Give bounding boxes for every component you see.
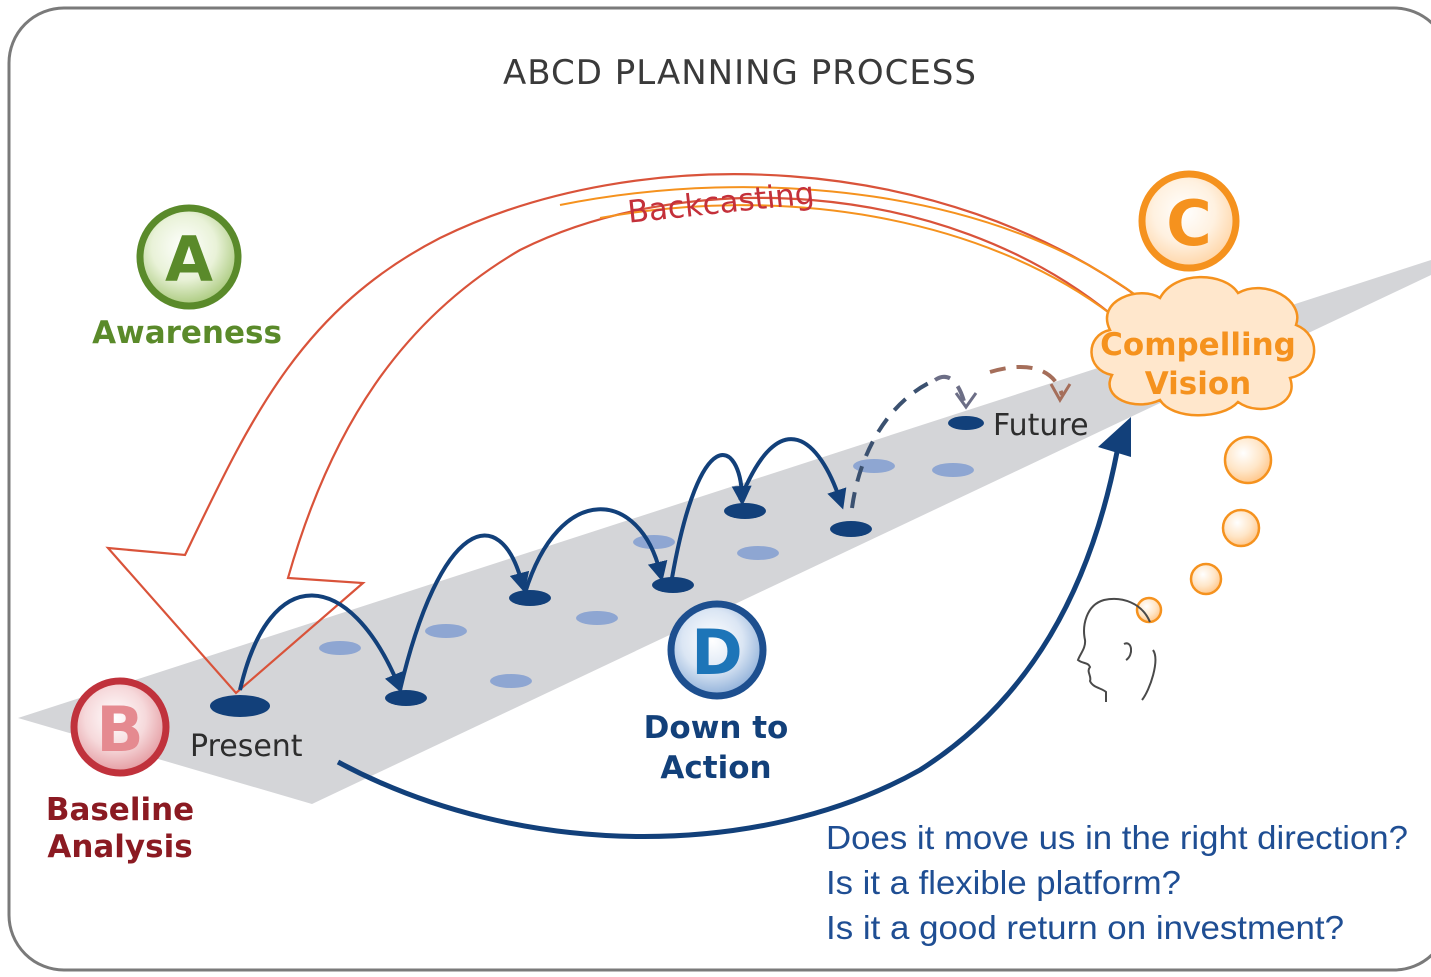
- backcasting-arrow: [105, 173, 1146, 695]
- step-b-letter: B: [96, 693, 143, 766]
- sweep-arrowhead: [1098, 417, 1131, 457]
- diagram-title: ABCD PLANNING PROCESS: [503, 53, 977, 93]
- gray-path-band: [18, 260, 1431, 804]
- step-a-badge: A: [136, 204, 242, 310]
- step-c-badge: C: [1138, 170, 1240, 272]
- action-hops: [238, 437, 847, 694]
- present-label: Present: [190, 729, 303, 764]
- action-label-line1: Down to: [644, 710, 789, 746]
- light-stepping-stones: [319, 459, 974, 688]
- head-icon: [1076, 598, 1157, 702]
- future-dashed-hops: [850, 364, 1064, 509]
- vision-line1: Compelling: [1100, 327, 1296, 363]
- action-label-line2: Action: [660, 750, 771, 786]
- vision-line2: Vision: [1145, 366, 1252, 402]
- vision-cloud: Compelling Vision: [1090, 275, 1316, 417]
- backcasting-label: Backcasting: [626, 175, 816, 230]
- step-d-letter: D: [691, 616, 742, 689]
- future-label: Future: [993, 408, 1089, 443]
- baseline-label-line1: Baseline: [46, 792, 194, 828]
- thought-bubbles: [1135, 435, 1273, 624]
- diagram-frame: [7, 6, 1431, 972]
- step-c-letter: C: [1166, 187, 1212, 260]
- question-2: Is it a flexible platform?: [826, 864, 1181, 901]
- sweep-arrow: [336, 451, 1120, 839]
- action-questions: Does it move us in the right direction? …: [826, 819, 1408, 946]
- question-3: Is it a good return on investment?: [826, 909, 1344, 946]
- step-d-badge: D: [667, 600, 767, 700]
- step-a-letter: A: [165, 223, 213, 296]
- step-b-badge: B: [70, 677, 170, 777]
- baseline-label-line2: Analysis: [47, 829, 192, 865]
- question-1: Does it move us in the right direction?: [826, 819, 1408, 856]
- dark-stepping-stones: [210, 416, 984, 717]
- awareness-label: Awareness: [92, 315, 282, 351]
